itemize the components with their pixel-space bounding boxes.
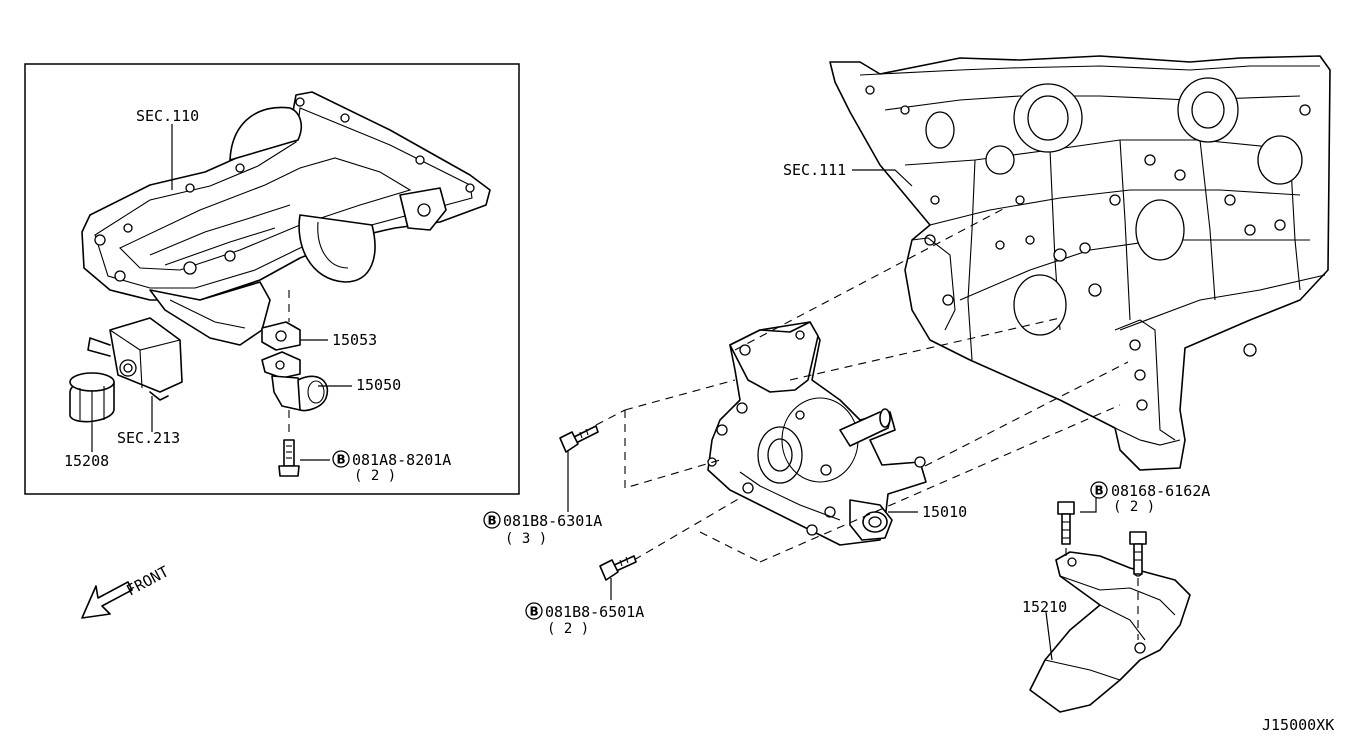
pan-bolt-drawing <box>278 439 300 477</box>
oil-cooler-drawing <box>87 317 183 401</box>
part-15208-label: 15208 <box>64 452 109 470</box>
engine-block-drawing <box>829 55 1331 471</box>
part-15010-label: 15010 <box>922 503 967 521</box>
baffle-bolt-a-drawing <box>1057 501 1075 545</box>
diagram-id-label: J15000XK <box>1262 716 1334 734</box>
bolt-marker-4: B <box>1090 481 1108 499</box>
part-15210-label: 15210 <box>1022 598 1067 616</box>
svg-text:B: B <box>530 605 539 619</box>
bolt-081b8-6301a-label: 081B8-6301A <box>503 512 602 530</box>
bolt-marker-2: B <box>483 511 501 529</box>
bolt-081b8-6501a-label: 081B8-6501A <box>545 603 644 621</box>
sec111-label: SEC.111 <box>783 161 846 179</box>
sec110-label: SEC.110 <box>136 107 199 125</box>
sec213-label: SEC.213 <box>117 429 180 447</box>
front-label: FRONT <box>123 562 171 599</box>
svg-text:B: B <box>337 453 346 467</box>
oil-pump-drawing <box>707 321 927 546</box>
pump-bolt-b-drawing <box>599 555 637 581</box>
bolt-081a8-8201a-qty: ( 2 ) <box>354 468 396 484</box>
part-15050-label: 15050 <box>356 376 401 394</box>
bolt-08168-6162a-qty: ( 2 ) <box>1113 499 1155 515</box>
bolt-08168-6162a-label: 08168-6162A <box>1111 482 1210 500</box>
bolt-081a8-8201a-label: 081A8-8201A <box>352 451 451 469</box>
svg-text:B: B <box>488 514 497 528</box>
bolt-081b8-6301a-qty: ( 3 ) <box>505 531 547 547</box>
bolt-marker-3: B <box>525 602 543 620</box>
bolt-081b8-6501a-qty: ( 2 ) <box>547 621 589 637</box>
baffle-bolt-b-drawing <box>1129 531 1147 575</box>
part-15053-label: 15053 <box>332 331 377 349</box>
oil-filter-drawing <box>69 372 115 424</box>
oil-strainer-drawing <box>261 351 329 412</box>
oil-pan-drawing <box>81 91 491 346</box>
pump-bolt-a-drawing <box>559 425 599 453</box>
inset-frame <box>24 63 520 495</box>
gasket-drawing <box>261 321 301 351</box>
svg-text:B: B <box>1095 484 1104 498</box>
bolt-marker-1: B <box>332 450 350 468</box>
baffle-plate-drawing <box>1029 551 1191 713</box>
front-arrow: FRONT <box>81 562 172 619</box>
